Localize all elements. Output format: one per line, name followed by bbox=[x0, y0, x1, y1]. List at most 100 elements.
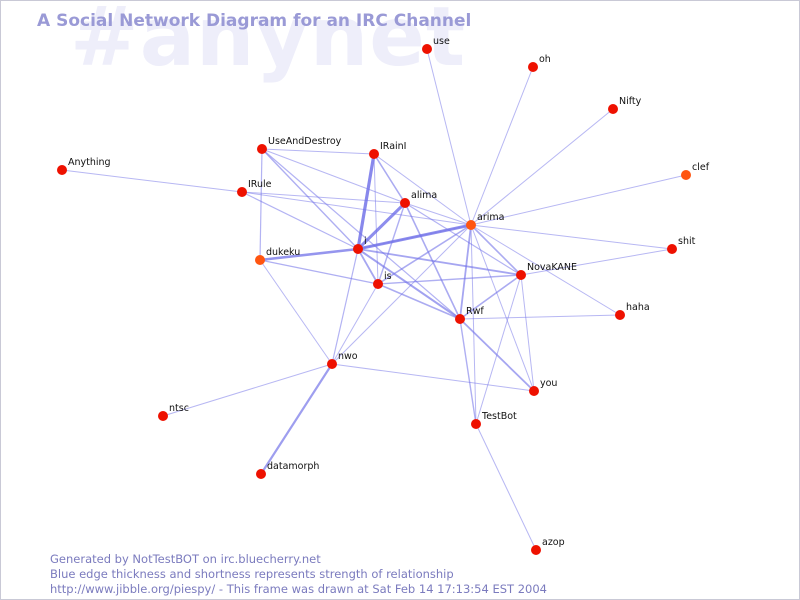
node-label: clef bbox=[692, 162, 710, 173]
node-i: i bbox=[353, 236, 367, 254]
node-label: you bbox=[540, 378, 557, 389]
edge-i-UseAndDestroy bbox=[261, 148, 359, 250]
node-you: you bbox=[529, 378, 557, 396]
edge-i-alima bbox=[356, 201, 407, 251]
edge-arima-Rwf bbox=[459, 224, 472, 320]
node-dot bbox=[353, 244, 363, 254]
edge-i-is bbox=[357, 248, 379, 285]
node-nwo: nwo bbox=[327, 351, 358, 369]
node-label: alima bbox=[411, 190, 437, 201]
edge-IRainI-alima bbox=[373, 153, 406, 204]
node-TestBot: TestBot bbox=[471, 411, 517, 429]
node-IRainI: IRainI bbox=[369, 141, 406, 159]
node-label: is bbox=[384, 271, 392, 282]
node-dot bbox=[400, 198, 410, 208]
edge-dukeku-nwo bbox=[259, 259, 333, 365]
node-dot bbox=[466, 220, 476, 230]
edge-Rwf-haha bbox=[459, 314, 621, 320]
edge-UseAndDestroy-alima bbox=[261, 148, 406, 204]
edge-arima-use bbox=[426, 48, 472, 226]
edge-NovaKANE-Rwf bbox=[459, 274, 522, 320]
node-label: UseAndDestroy bbox=[268, 136, 342, 147]
node-label: Rwf bbox=[466, 306, 484, 317]
edge-IRainI-UseAndDestroy bbox=[261, 148, 375, 155]
edge-i-nwo bbox=[331, 248, 359, 365]
node-dot bbox=[422, 44, 432, 54]
node-alima: alima bbox=[400, 190, 437, 208]
node-clef: clef bbox=[681, 162, 710, 180]
node-label: IRule bbox=[248, 179, 272, 190]
node-dot bbox=[471, 419, 481, 429]
edges bbox=[61, 48, 687, 551]
node-label: azop bbox=[542, 537, 565, 548]
edge-NovaKANE-TestBot bbox=[475, 274, 522, 425]
edge-i-dukeku bbox=[259, 247, 359, 262]
edge-arima-oh bbox=[470, 66, 534, 226]
node-Anything: Anything bbox=[57, 157, 111, 175]
node-dot bbox=[373, 279, 383, 289]
node-dot bbox=[608, 104, 618, 114]
edge-arima-you bbox=[470, 224, 535, 392]
edge-arima-haha bbox=[470, 224, 621, 316]
node-dukeku: dukeku bbox=[255, 247, 300, 265]
node-label: shit bbox=[678, 236, 696, 247]
node-dot bbox=[158, 411, 168, 421]
node-label: arima bbox=[477, 212, 504, 223]
footer-generated-line: Generated by NotTestBOT on irc.bluecherr… bbox=[50, 552, 321, 566]
node-dot bbox=[455, 314, 465, 324]
node-dot bbox=[531, 545, 541, 555]
edge-TestBot-azop bbox=[475, 423, 537, 551]
node-Nifty: Nifty bbox=[608, 96, 642, 114]
node-haha: haha bbox=[615, 302, 650, 320]
node-label: haha bbox=[626, 302, 650, 313]
node-dot bbox=[57, 165, 67, 175]
node-label: use bbox=[433, 36, 450, 47]
edge-arima-Nifty bbox=[470, 108, 614, 226]
edge-NovaKANE-shit bbox=[520, 248, 673, 276]
node-dot bbox=[516, 270, 526, 280]
edge-dukeku-UseAndDestroy bbox=[259, 148, 263, 261]
node-dot bbox=[237, 187, 247, 197]
edge-nwo-datamorph bbox=[260, 363, 333, 475]
edge-dukeku-is bbox=[259, 259, 379, 285]
node-label: IRainI bbox=[380, 141, 406, 152]
node-label: NovaKANE bbox=[527, 262, 577, 273]
edge-arima-IRule bbox=[241, 191, 472, 226]
edge-IRainI-arima bbox=[373, 153, 472, 226]
edge-alima-Rwf bbox=[404, 202, 461, 320]
node-NovaKANE: NovaKANE bbox=[516, 262, 577, 280]
edge-alima-is bbox=[377, 202, 406, 285]
node-shit: shit bbox=[667, 236, 696, 254]
edge-arima-TestBot bbox=[470, 224, 477, 425]
edge-NovaKANE-you bbox=[520, 274, 535, 392]
node-dot bbox=[615, 310, 625, 320]
node-UseAndDestroy: UseAndDestroy bbox=[257, 136, 342, 154]
edge-arima-shit bbox=[470, 224, 673, 250]
node-ntsc: ntsc bbox=[158, 403, 189, 421]
edge-alima-IRule bbox=[241, 191, 406, 204]
node-azop: azop bbox=[531, 537, 565, 555]
node-dot bbox=[369, 149, 379, 159]
edge-arima-NovaKANE bbox=[470, 224, 522, 276]
node-is: is bbox=[373, 271, 392, 289]
node-datamorph: datamorph bbox=[256, 461, 319, 479]
edge-Anything-IRule bbox=[61, 169, 243, 193]
edge-IRainI-is bbox=[373, 153, 379, 285]
edge-nwo-you bbox=[331, 363, 535, 392]
footer: Generated by NotTestBOT on irc.bluecherr… bbox=[50, 552, 547, 597]
node-label: TestBot bbox=[481, 411, 517, 422]
edge-Rwf-TestBot bbox=[459, 318, 477, 425]
node-label: oh bbox=[539, 54, 551, 65]
node-label: Anything bbox=[68, 157, 111, 168]
edge-UseAndDestroy-Rwf bbox=[261, 148, 461, 320]
edge-is-NovaKANE bbox=[377, 274, 522, 285]
footer-legend-line: Blue edge thickness and shortness repres… bbox=[50, 567, 454, 581]
node-dot bbox=[256, 469, 266, 479]
edge-is-Rwf bbox=[377, 283, 461, 320]
edge-arima-is bbox=[377, 224, 472, 285]
node-IRule: IRule bbox=[237, 179, 272, 197]
edge-is-nwo bbox=[331, 283, 379, 365]
edge-Rwf-you bbox=[459, 318, 535, 392]
